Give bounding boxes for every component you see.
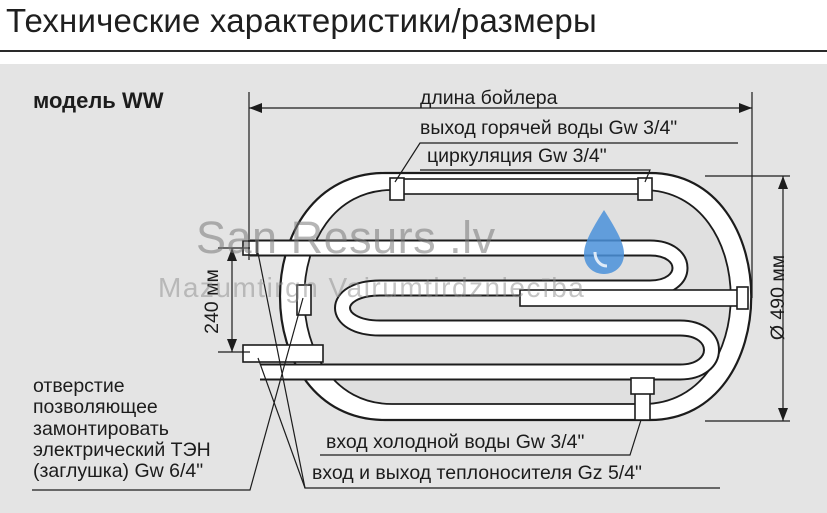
heater-port-note: отверстие позволяющее замонтировать элек… (33, 375, 211, 483)
heat-exchanger-coil-inner (250, 241, 718, 379)
title-divider (0, 50, 827, 52)
heat-carrier-label: вход и выход теплоносителя Gz 5/4" (312, 462, 642, 484)
hot-water-leader (394, 142, 738, 183)
watermark-tagline: Mazumtirgn Vairumtirdzniecība (158, 272, 586, 303)
diameter-arrow-top (778, 176, 788, 189)
heat-carrier-lower-nozzle (242, 344, 324, 363)
circulation-fitting (637, 177, 653, 201)
page-title: Технические характеристики/размеры (6, 2, 597, 39)
watermark-brand: San Resurs .lv (196, 212, 496, 263)
water-drop-highlight-icon (593, 251, 608, 268)
note-line: замонтировать (33, 417, 169, 440)
model-label: модель WW (33, 88, 164, 113)
heat-carrier-leader-2 (257, 357, 306, 489)
water-drop-icon (584, 210, 624, 274)
diameter-dimension-label: Ø 490 мм (767, 254, 790, 341)
hot-water-pipe (394, 178, 646, 195)
length-label: длина бойлера (420, 87, 558, 109)
note-line: отверстие (33, 375, 125, 397)
length-arrow-right (739, 103, 752, 113)
note-line: (заглушка) Gw 6/4" (33, 460, 204, 483)
length-arrow-left (249, 103, 262, 113)
height-arrow-bottom (227, 339, 237, 352)
note-line: электрический ТЭН (33, 438, 211, 461)
cold-water-inlet-label: вход холодной воды Gw 3/4" (326, 431, 585, 453)
electric-heater-fitting (736, 286, 749, 310)
hot-water-outlet-label: выход горячей воды Gw 3/4" (420, 117, 678, 139)
note-line: позволяющее (33, 396, 158, 419)
diameter-arrow-bottom (778, 408, 788, 421)
hot-water-fitting (389, 177, 405, 201)
circulation-leader (420, 169, 651, 183)
heater-port-leader (32, 297, 304, 491)
cold-water-fitting (630, 377, 655, 395)
height-arrow-top (227, 248, 237, 261)
circulation-label: циркуляция Gw 3/4" (427, 145, 607, 167)
cold-water-leader (320, 419, 642, 456)
